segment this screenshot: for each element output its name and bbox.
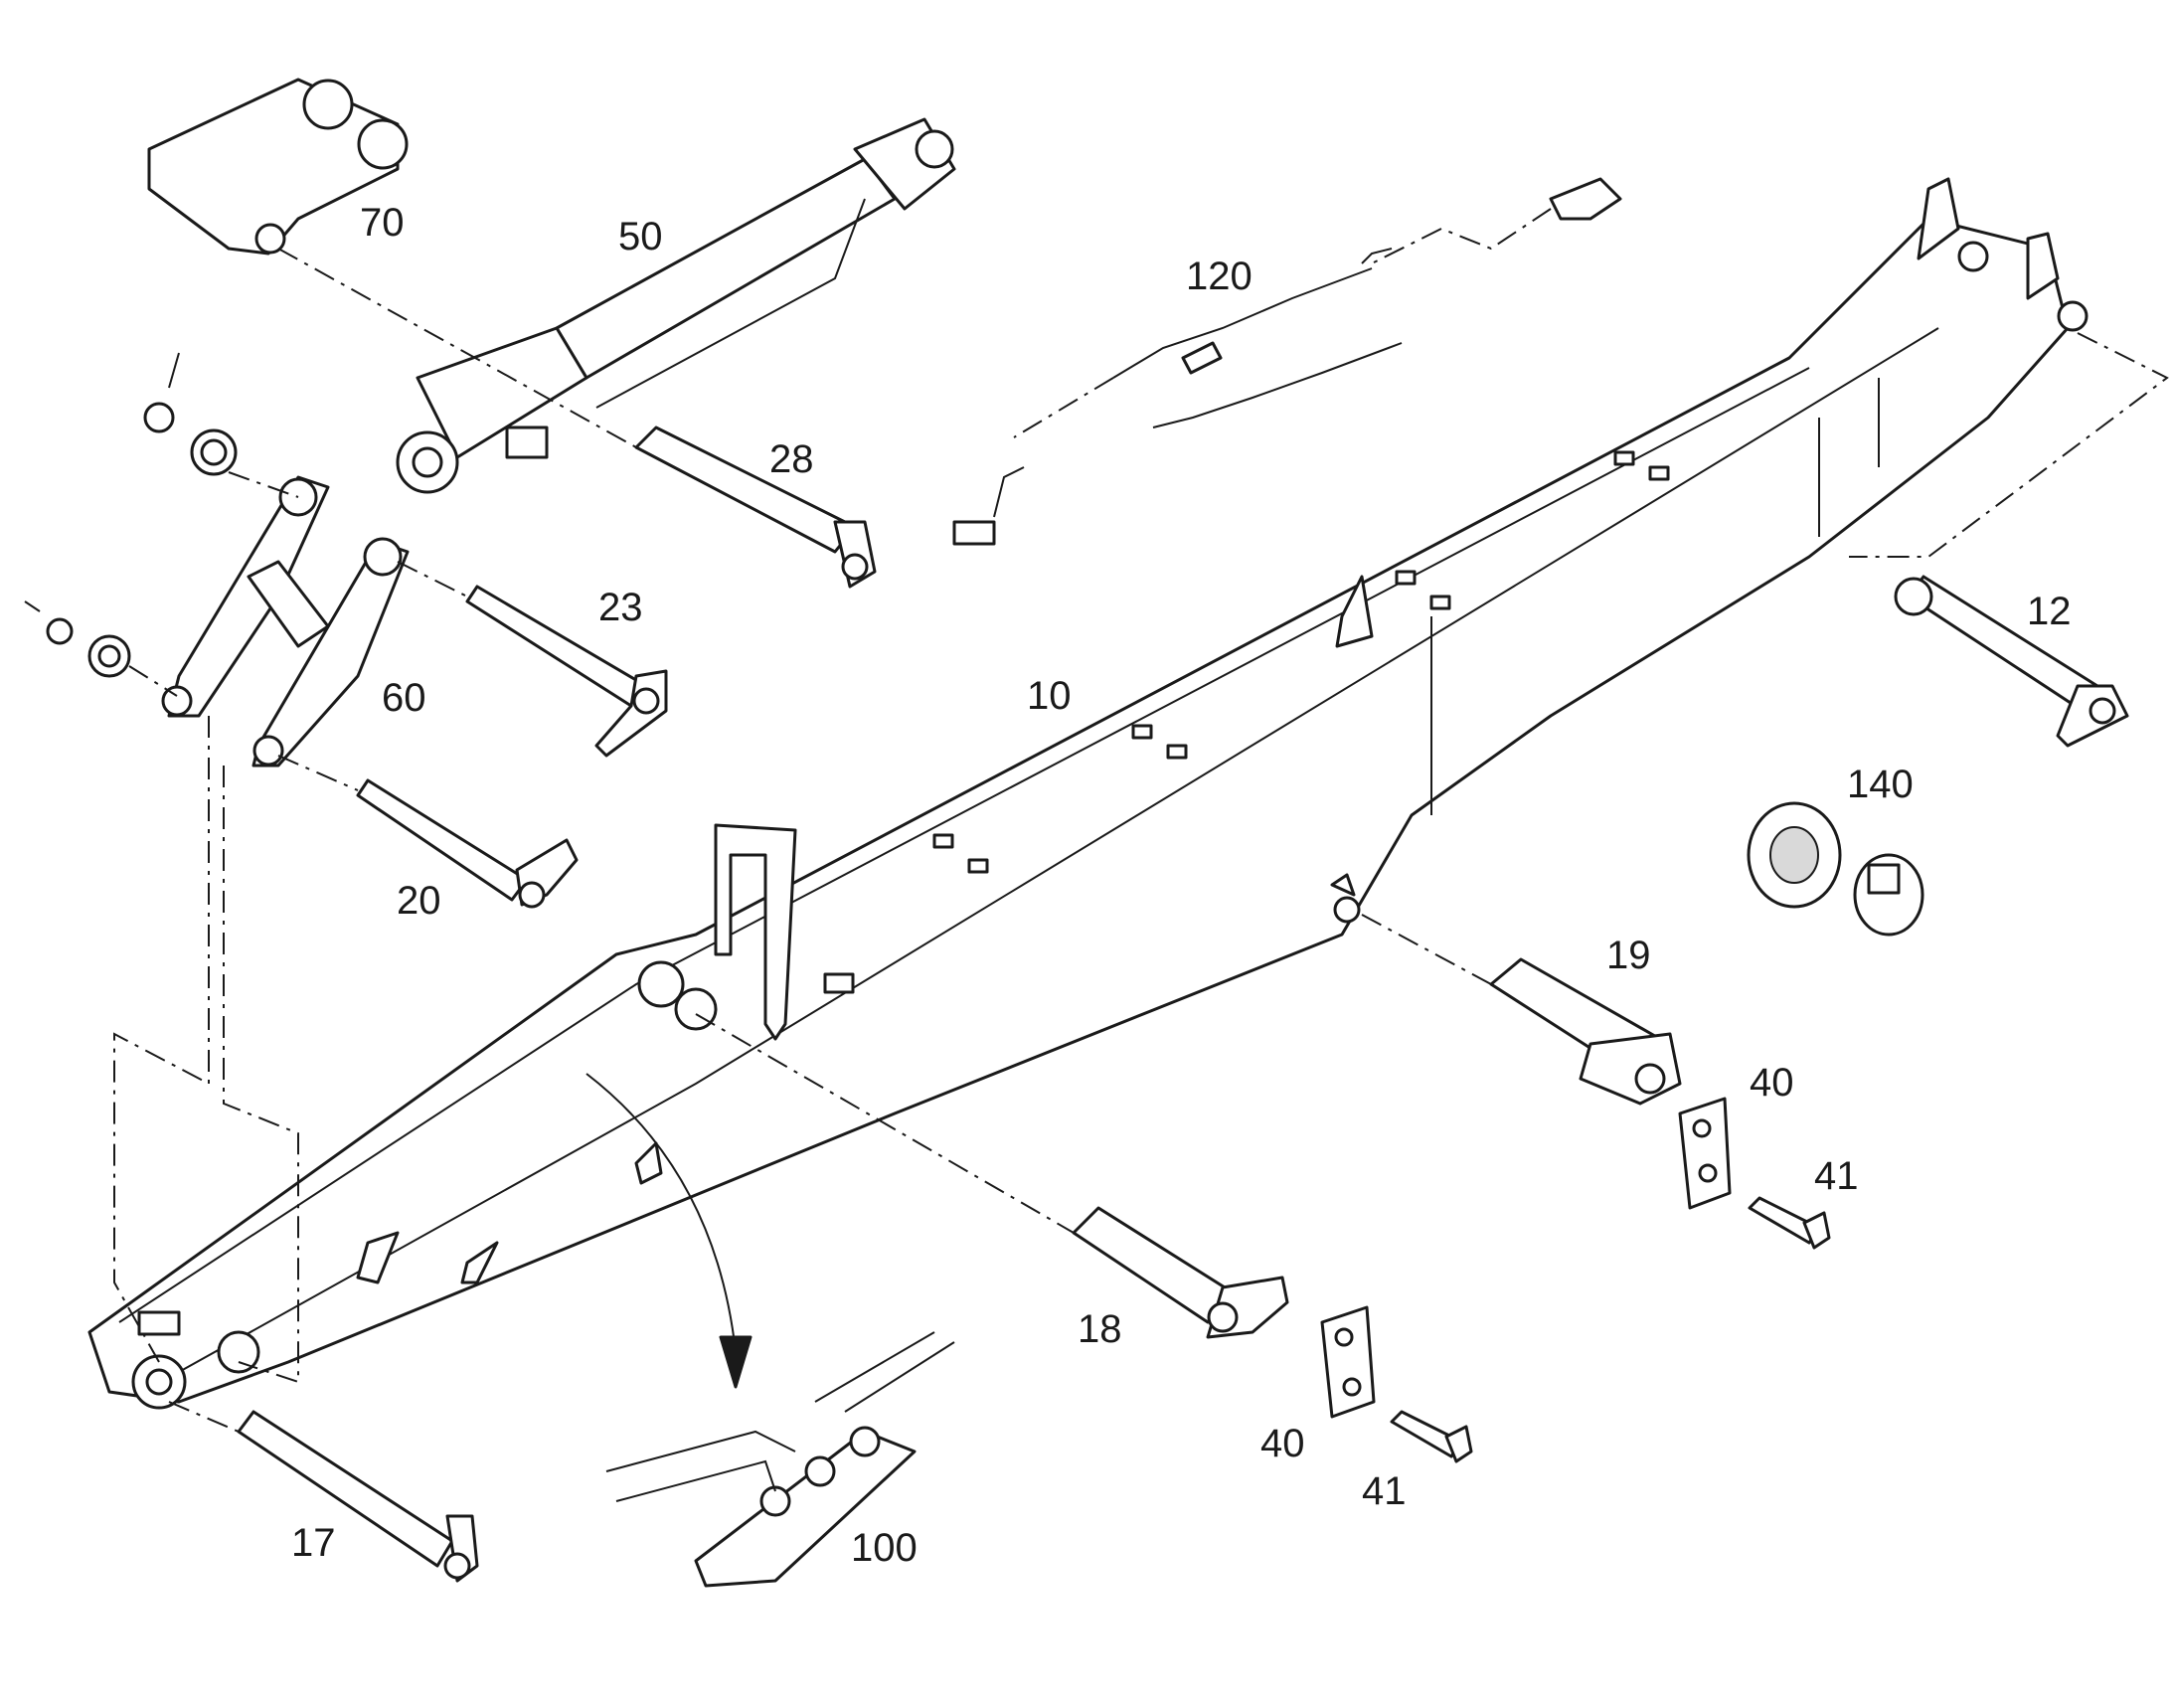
bolt-upper <box>1748 1196 1831 1250</box>
callout-19: 19 <box>1606 934 1651 977</box>
hydraulic-fittings <box>605 1331 955 1588</box>
callout-20: 20 <box>397 879 441 923</box>
nut-bearing-upper <box>143 352 238 476</box>
linkage-plates <box>161 475 410 768</box>
pin-19 <box>1489 957 1682 1106</box>
link-part <box>147 78 409 256</box>
callout-140: 140 <box>1847 763 1914 806</box>
sensor-unit <box>1747 801 1924 937</box>
plate-upper <box>1678 1097 1732 1210</box>
leader-lines <box>113 208 2169 1433</box>
callout-41-upper: 41 <box>1814 1154 1859 1198</box>
callout-41-lower: 41 <box>1362 1469 1407 1513</box>
callout-120: 120 <box>1186 255 1253 298</box>
plate-lower <box>1320 1305 1376 1419</box>
callout-18: 18 <box>1078 1307 1122 1351</box>
callout-17: 17 <box>291 1521 336 1565</box>
callout-40-lower: 40 <box>1260 1422 1305 1465</box>
nut-bearing-lower <box>24 600 131 678</box>
callout-40-upper: 40 <box>1750 1061 1794 1105</box>
pin-23 <box>465 585 668 758</box>
callout-60: 60 <box>382 676 426 720</box>
callout-28: 28 <box>769 437 814 481</box>
pin-20 <box>356 778 579 909</box>
callout-70: 70 <box>360 201 405 245</box>
pin-12 <box>1894 575 2129 748</box>
callout-100: 100 <box>851 1526 918 1570</box>
callout-23: 23 <box>598 586 643 629</box>
callout-50: 50 <box>618 215 663 258</box>
boom-arm <box>87 177 2089 1410</box>
cylinder-part <box>396 117 956 494</box>
wiring-harness <box>952 177 1622 546</box>
pin-28 <box>634 426 877 589</box>
callout-12: 12 <box>2027 590 2072 633</box>
pin-17 <box>237 1410 479 1583</box>
pin-18 <box>1072 1206 1289 1339</box>
bolt-lower <box>1390 1410 1473 1463</box>
callout-10: 10 <box>1027 674 1072 718</box>
